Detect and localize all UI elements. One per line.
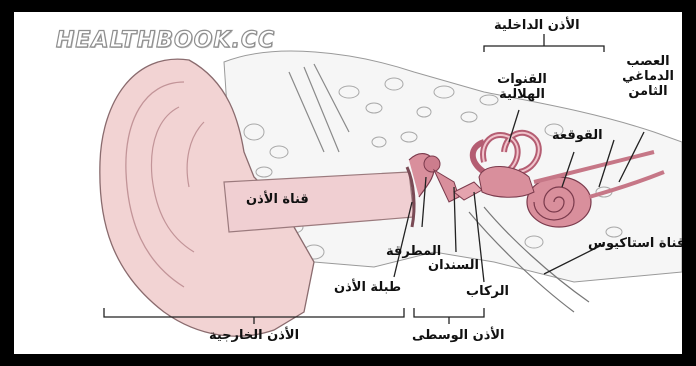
watermark-logo: HEALTHBOOK.CC [56,28,275,53]
label-ear-canal: قناة الأذن [246,192,309,207]
label-semicircular-canals: القنوات الهلالية [492,72,552,102]
label-stapes: الركاب [466,284,509,299]
label-incus: السندان [428,258,479,273]
ear-diagram: HEALTHBOOK.CC الأذن الداخلية القنوات اله… [14,12,682,354]
label-inner-ear: الأذن الداخلية [494,18,580,33]
label-outer-ear: الأذن الخارجية [209,328,299,343]
ear-anatomy-illustration [14,12,682,354]
label-cochlea: القوقعة [552,128,603,143]
label-eustachian-tube: قناة استاكيوس [588,236,682,251]
label-eardrum: طبلة الأذن [334,280,401,295]
cochlea-shape [527,177,591,227]
label-malleus: المطرقة [386,244,441,259]
label-middle-ear: الأذن الوسطى [412,328,505,343]
label-vestibulocochlear-nerve: العصب الدماغي الثامن [618,54,678,99]
